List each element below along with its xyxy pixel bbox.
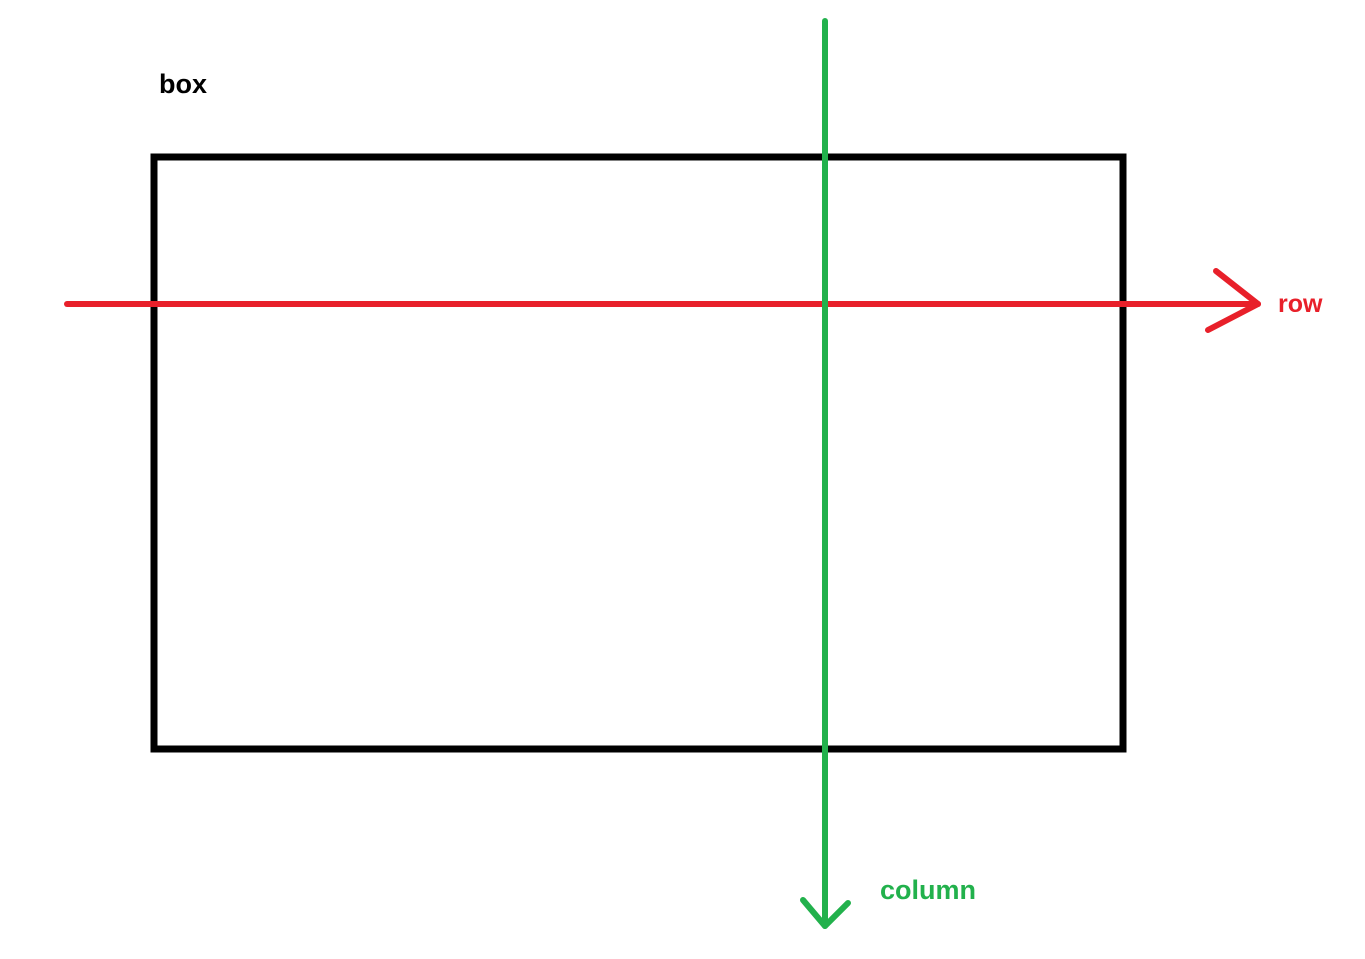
column-arrowhead — [800, 897, 851, 929]
box-rectangle — [150, 153, 1127, 753]
row-arrowhead — [1205, 268, 1261, 333]
row-arrow — [64, 268, 1261, 333]
row-label: row — [1278, 290, 1323, 318]
column-label: column — [880, 875, 977, 905]
box-label: box — [159, 69, 208, 99]
column-arrow — [800, 18, 851, 929]
